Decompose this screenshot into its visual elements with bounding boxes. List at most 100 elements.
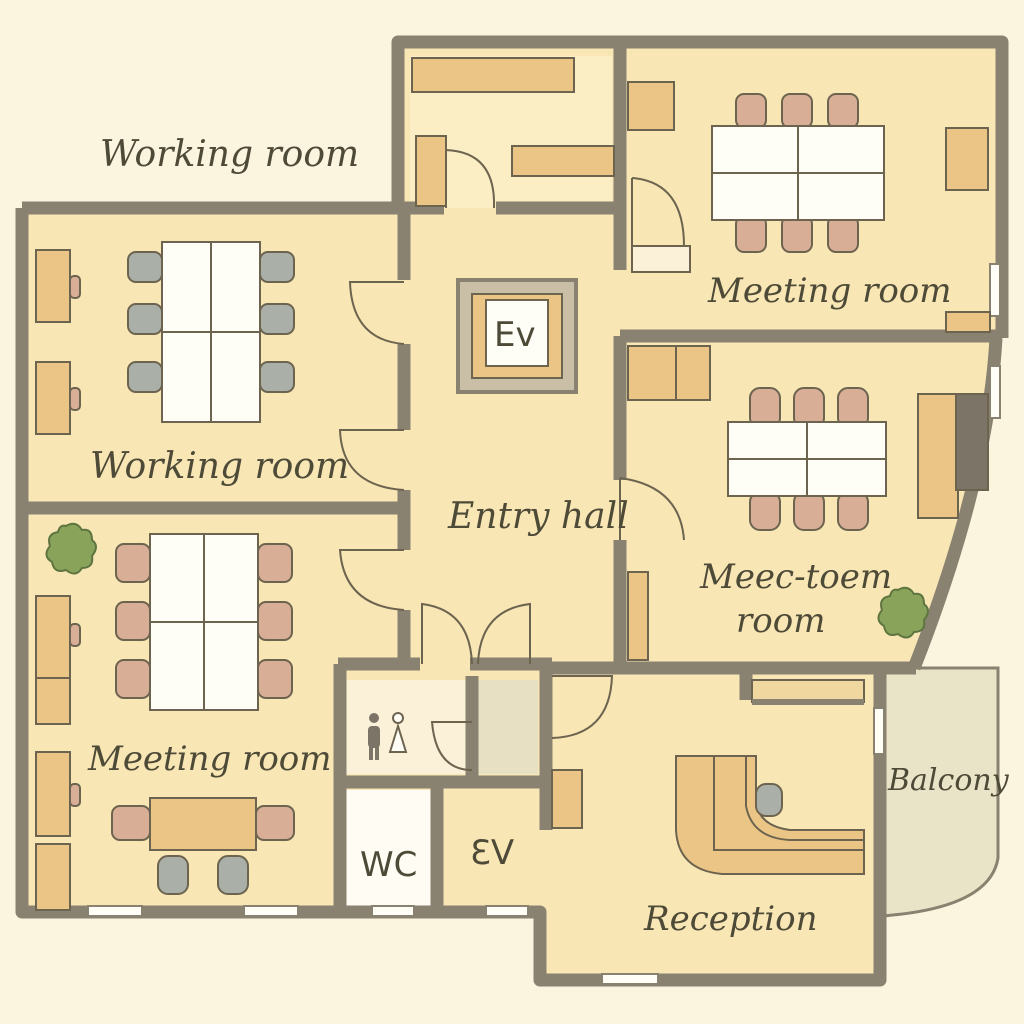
chair <box>257 543 293 583</box>
window-bottom-left-1 <box>87 905 143 917</box>
balcony-floor <box>878 666 1000 918</box>
female-icon <box>388 712 408 753</box>
mt-chairs <box>735 93 859 253</box>
ev-bottom-label: ƐV <box>470 833 514 873</box>
window-right-mid <box>989 365 1001 419</box>
l-shelf <box>411 57 575 93</box>
mm-cabinet-dark <box>955 393 989 491</box>
door-working-room[interactable] <box>348 281 405 345</box>
ml-desk <box>35 751 71 837</box>
chair <box>217 855 249 895</box>
window-bottom-ev <box>485 905 529 917</box>
closet-counter <box>511 145 615 177</box>
plant-icon <box>877 586 929 639</box>
doors <box>338 149 685 771</box>
door-meeting-top[interactable] <box>631 177 685 247</box>
wr-stool <box>69 275 81 299</box>
wc-label: WC <box>360 845 417 885</box>
mt-closet <box>631 245 691 273</box>
chair <box>127 303 163 335</box>
wc-floor <box>346 790 432 912</box>
chair <box>827 215 859 253</box>
wr-desk <box>35 361 71 435</box>
ml-desk <box>35 595 71 679</box>
chair <box>115 543 151 583</box>
door-meeting-left[interactable] <box>338 549 405 611</box>
walls <box>15 35 1009 987</box>
top-closet-furniture <box>411 57 615 207</box>
working-room-label: Working room <box>90 446 349 487</box>
desk-inner-line <box>745 756 864 841</box>
restroom-floor <box>346 680 470 774</box>
meeting-room-top-label: Meeting room <box>707 271 952 311</box>
reception-cabinet <box>551 769 583 829</box>
meeting-room-top-furniture <box>627 81 991 333</box>
chair <box>127 361 163 393</box>
window-bottom-left-2 <box>243 905 299 917</box>
meec-toem-label-2: room <box>736 601 825 641</box>
restroom-signs <box>368 712 408 760</box>
balcony-label: Balcony <box>887 763 1010 798</box>
ev-center-label: Ev <box>494 315 536 355</box>
window-right-top <box>989 263 1001 317</box>
ml-stool <box>69 783 81 807</box>
ml-bench <box>149 797 257 851</box>
mm-cabinet <box>627 345 711 401</box>
door-reception[interactable] <box>551 675 614 739</box>
wr-stool <box>69 387 81 411</box>
chair <box>259 361 295 393</box>
chair <box>111 805 151 841</box>
meeting-room-left-label: Meeting room <box>87 739 332 779</box>
chair <box>157 855 189 895</box>
ml-stool <box>69 623 81 647</box>
mm-shelf <box>627 571 649 661</box>
ml-desk <box>35 843 71 911</box>
windows <box>87 263 1001 985</box>
meec-toem-furniture <box>627 345 989 661</box>
mt-cabinet <box>627 81 675 131</box>
mm-cabinet-side <box>917 393 959 519</box>
reception-chair <box>755 783 783 817</box>
ev-core-car <box>485 299 549 367</box>
outer-wall <box>22 35 1009 338</box>
door-main-right[interactable] <box>477 602 531 665</box>
desk-inner-line <box>713 756 864 851</box>
door-meec-toem[interactable] <box>619 477 685 541</box>
chair <box>781 215 813 253</box>
chair <box>257 601 293 641</box>
reception-furniture <box>551 679 865 875</box>
door-main-left[interactable] <box>421 602 473 665</box>
reception-label: Reception <box>643 899 818 939</box>
wr-desk <box>35 249 71 323</box>
chair <box>735 93 767 129</box>
rec-back-room <box>751 679 865 703</box>
door-restroom[interactable] <box>430 721 473 771</box>
ml-desk <box>35 677 71 725</box>
working-room-furniture <box>35 241 295 435</box>
meeting-room-left-furniture <box>35 533 295 911</box>
window-reception <box>601 973 659 985</box>
mt-cabinet-right <box>945 127 989 191</box>
chair <box>115 601 151 641</box>
entry-hall-label: Entry hall <box>447 496 629 537</box>
chair <box>749 491 781 531</box>
window-bottom-mid <box>371 905 415 917</box>
male-icon <box>368 713 380 760</box>
door-working-room-2[interactable] <box>338 429 405 491</box>
chair <box>255 805 295 841</box>
outer-wall-left <box>15 208 887 987</box>
window-recep-right <box>873 707 885 755</box>
chair <box>837 491 869 531</box>
ml-chairs <box>111 543 295 841</box>
chair <box>259 251 295 283</box>
mt-cabinet-bottom <box>945 311 991 333</box>
chair <box>257 659 293 699</box>
chair <box>127 251 163 283</box>
chair <box>115 659 151 699</box>
chair <box>827 93 859 129</box>
shaft-floor <box>472 680 538 774</box>
outside-working-label: Working room <box>100 134 359 175</box>
plants <box>45 522 929 639</box>
closet-cabinet <box>415 135 447 207</box>
